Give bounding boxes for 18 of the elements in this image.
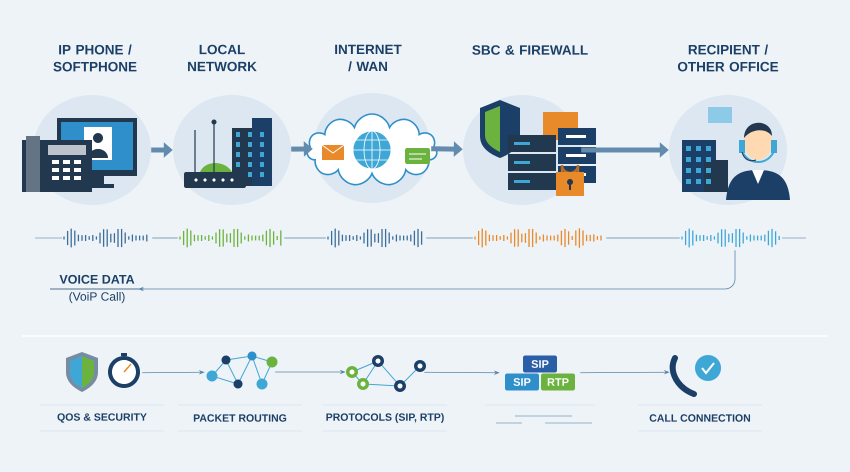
step-label: QOS & SECURITY [58, 413, 147, 423]
stage-heading: RECIPIENT / OTHER OFFICE [678, 44, 778, 72]
waveform-drawing [327, 228, 422, 248]
protocol-badge: SIP [523, 356, 557, 372]
stage-heading: SBC & FIREWALL [472, 45, 588, 55]
stage-heading: LOCAL NETWORK [188, 44, 257, 72]
stage-heading: IP PHONE / SOFTPHONE [53, 44, 136, 72]
waveform-drawing [179, 228, 282, 248]
waveform-drawing [474, 228, 602, 248]
waveform-drawing [63, 228, 148, 248]
voice-data-label: VOICE DATA (VoiP Call) [59, 274, 134, 304]
stage-heading: INTERNET / WAN [335, 44, 402, 72]
protocol-badge: RTP [541, 374, 575, 390]
step-label: CALL CONNECTION [650, 414, 750, 422]
step-label: PROTOCOLS (SIP, RTP) [326, 413, 444, 423]
protocol-badge: SIP [505, 374, 539, 390]
waveform-drawing [681, 228, 780, 248]
step-label: PACKET ROUTING [194, 414, 286, 422]
